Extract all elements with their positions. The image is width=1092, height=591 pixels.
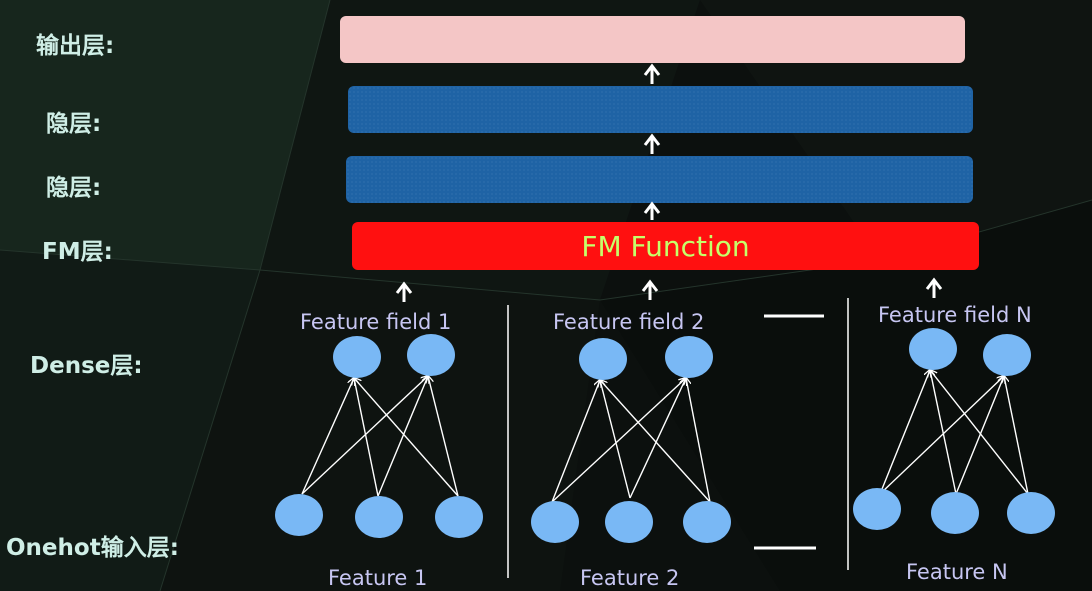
fm-layer-label: FM层:	[42, 239, 113, 265]
fm-function-bar: FM Function	[352, 222, 979, 270]
up-arrow-field2	[641, 279, 659, 300]
dense-node	[407, 334, 455, 376]
onehot-node	[1007, 492, 1055, 534]
feature-title-n: Feature N	[906, 560, 1008, 584]
hidden-layer-bar-1	[348, 86, 973, 133]
onehot-node	[355, 496, 403, 538]
up-arrow-output	[643, 63, 661, 84]
up-arrow-hidden2	[643, 201, 661, 220]
output-layer-bar	[340, 16, 965, 63]
onehot-layer-label: Onehot输入层:	[6, 535, 179, 561]
onehot-nodes	[275, 488, 1055, 543]
output-layer-label: 输出层:	[36, 33, 115, 59]
field1-connections	[301, 376, 459, 497]
onehot-node	[605, 501, 653, 543]
fieldn-connections	[879, 370, 1029, 495]
up-arrow-hidden1	[643, 133, 661, 154]
hidden-layer-label-1: 隐层:	[46, 111, 102, 137]
feature-title-2: Feature 2	[580, 566, 680, 590]
field-title-1: Feature field 1	[300, 310, 452, 334]
onehot-node	[683, 501, 731, 543]
dense-node	[909, 328, 957, 370]
hidden-layer-label-2: 隐层:	[46, 175, 102, 201]
dense-node	[333, 336, 381, 378]
up-arrow-field1	[395, 281, 413, 302]
onehot-node	[853, 488, 901, 530]
onehot-node	[435, 496, 483, 538]
field2-connections	[551, 378, 711, 503]
feature-title-1: Feature 1	[328, 566, 428, 590]
onehot-node	[931, 492, 979, 534]
onehot-node	[275, 494, 323, 536]
fm-function-text: FM Function	[581, 229, 750, 263]
onehot-node	[531, 501, 579, 543]
up-arrow-fieldn	[925, 277, 943, 298]
dense-nodes	[333, 328, 1031, 380]
dense-node	[665, 336, 713, 378]
dense-node	[579, 338, 627, 380]
field-title-2: Feature field 2	[553, 310, 705, 334]
hidden-layer-bar-2	[346, 156, 973, 203]
field-title-n: Feature field N	[878, 303, 1032, 327]
dense-layer-label: Dense层:	[30, 353, 143, 379]
dense-node	[983, 334, 1031, 376]
